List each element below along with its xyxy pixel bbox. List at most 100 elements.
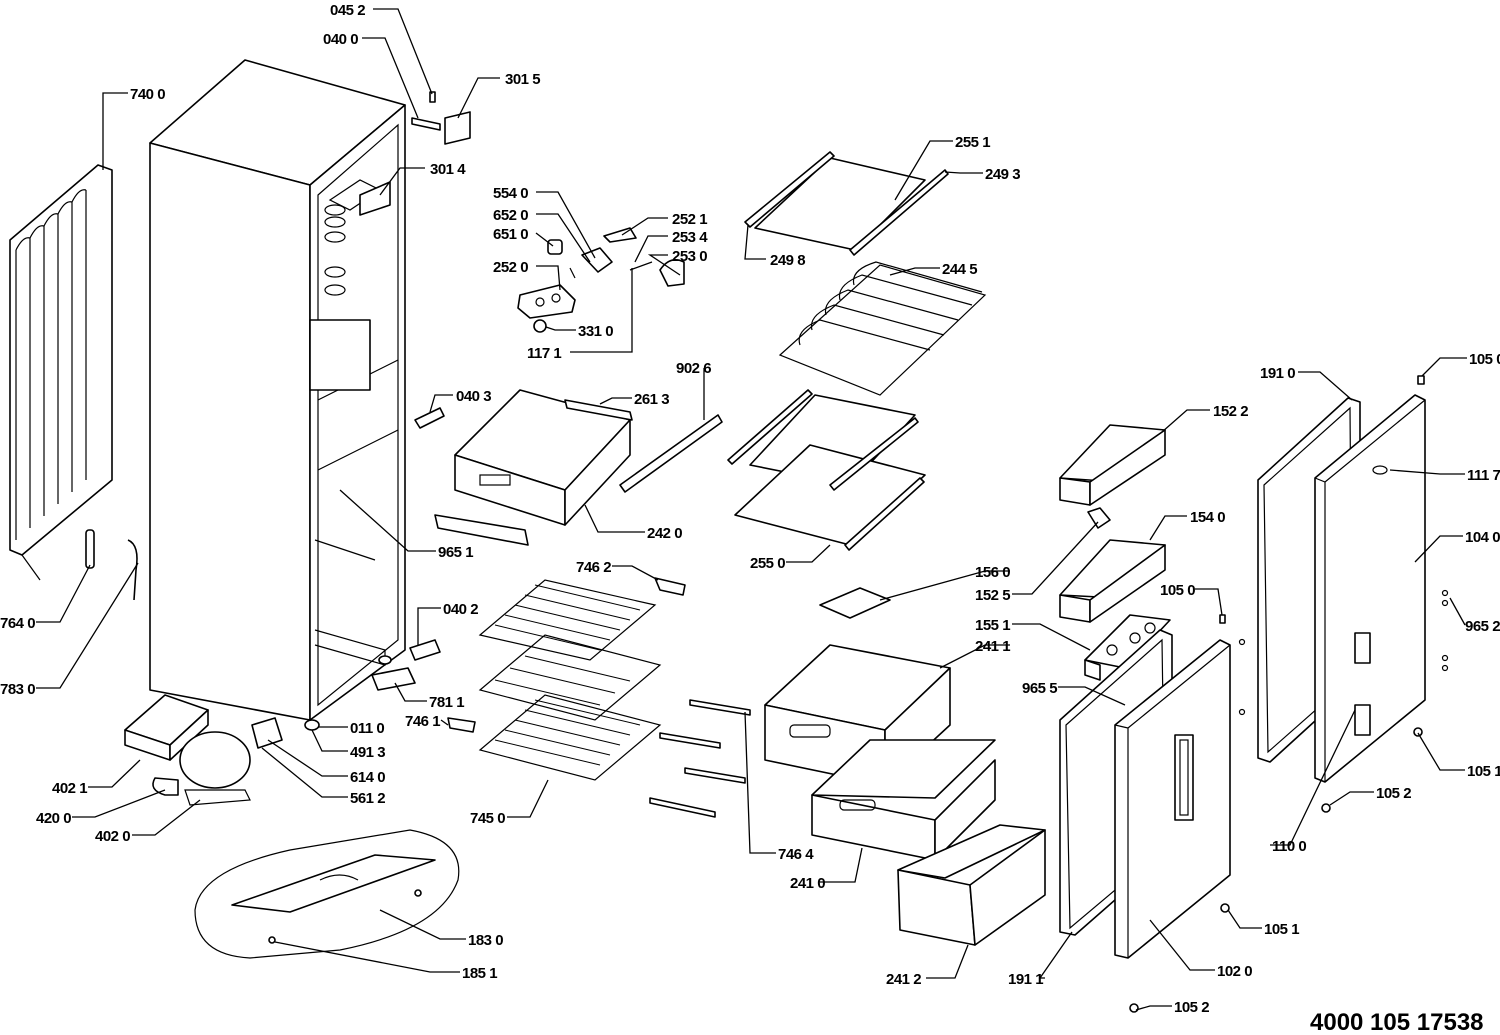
label-241-1: 241 1	[975, 638, 1010, 655]
label-965-1: 965 1	[438, 544, 473, 561]
door-102-part	[1114, 639, 1231, 959]
label-152-2: 152 2	[1213, 403, 1248, 420]
label-110-0: 110 0	[1272, 838, 1306, 855]
label-902-6: 902 6	[676, 360, 711, 377]
rods-746-4-part	[649, 699, 751, 818]
clip-746-1-part	[447, 717, 476, 733]
label-764-0: 764 0	[0, 615, 35, 632]
label-561-2: 561 2	[350, 790, 385, 807]
condenser-part	[9, 164, 113, 581]
tube-764-part	[85, 529, 95, 569]
label-301-4: 301 4	[430, 161, 466, 178]
label-011-0: 011 0	[350, 720, 384, 737]
label-152-5: 152 5	[975, 587, 1010, 604]
label-155-1: 155 1	[975, 617, 1010, 634]
label-242-0: 242 0	[647, 525, 682, 542]
bracket-040-2-part	[409, 639, 441, 661]
label-253-4: 253 4	[672, 229, 708, 246]
glass-shelf-255-0-part	[727, 389, 926, 551]
clip-746-2-part	[654, 577, 686, 596]
label-402-1: 402 1	[52, 780, 87, 797]
label-255-0: 255 0	[750, 555, 785, 572]
label-154-0: 154 0	[1190, 509, 1225, 526]
label-040-3: 040 3	[456, 388, 491, 405]
label-331-0: 331 0	[578, 323, 613, 340]
label-105-0b: 105 0	[1160, 582, 1195, 599]
screw-105-0b-part	[1219, 614, 1226, 624]
label-253-0: 253 0	[672, 248, 707, 265]
glass-shelf-255-1-part	[744, 151, 949, 256]
label-045-2: 045 2	[330, 2, 365, 19]
label-740-0: 740 0	[130, 86, 165, 103]
label-746-4: 746 4	[778, 846, 814, 863]
egg-tray-155-part	[1084, 614, 1171, 681]
cover-3015-part	[444, 111, 471, 145]
label-614-0: 614 0	[350, 769, 385, 786]
screw-105-0-part	[1417, 375, 1425, 385]
label-040-2: 040 2	[443, 601, 478, 618]
cable-420-0-part	[152, 777, 179, 796]
door-bin-152-2-part	[1059, 424, 1166, 506]
label-040-0: 040 0	[323, 31, 358, 48]
wire-shelf-244-5-part	[778, 261, 987, 396]
label-746-2: 746 2	[576, 559, 611, 576]
label-191-0: 191 0	[1260, 365, 1295, 382]
label-965-5: 965 5	[1022, 680, 1057, 697]
hinge-040-part	[411, 117, 441, 131]
label-244-5: 244 5	[942, 261, 977, 278]
label-783-0: 783 0	[0, 681, 35, 698]
label-965-2: 965 2	[1465, 618, 1500, 635]
label-420-0: 420 0	[36, 810, 71, 827]
label-105-0: 105 0	[1469, 351, 1500, 368]
label-255-1: 255 1	[955, 134, 990, 151]
label-651-0: 651 0	[493, 226, 528, 243]
label-241-0: 241 0	[790, 875, 825, 892]
label-191-1: 191 1	[1008, 971, 1043, 988]
screw-105-2-part	[1321, 803, 1331, 813]
label-241-2: 241 2	[886, 971, 921, 988]
parts-drawing	[9, 59, 1449, 1013]
thermostat-assembly-part	[517, 227, 685, 333]
label-746-1: 746 1	[405, 713, 440, 730]
label-249-8: 249 8	[770, 252, 805, 269]
label-156-0: 156 0	[975, 564, 1010, 581]
label-105-1b: 105 1	[1264, 921, 1299, 938]
screw-105-1b-part	[1220, 903, 1230, 913]
tube-783-part	[127, 539, 138, 601]
leader-lines	[36, 8, 1467, 1011]
door-bin-154-part	[1059, 539, 1166, 623]
label-252-1: 252 1	[672, 211, 707, 228]
ice-tray-156-part	[819, 587, 891, 619]
bracket-3014-part	[359, 181, 391, 216]
screw-105-2b-part	[1129, 1003, 1139, 1013]
label-491-3: 491 3	[350, 744, 385, 761]
label-185-1: 185 1	[462, 965, 497, 982]
label-249-3: 249 3	[985, 166, 1020, 183]
label-105-1: 105 1	[1467, 763, 1500, 780]
compressor-402-0-part	[179, 731, 251, 806]
door-104-part	[1314, 394, 1426, 783]
label-111-7: 111 7	[1467, 467, 1500, 484]
label-554-0: 554 0	[493, 185, 528, 202]
screw-185-part	[268, 936, 276, 944]
label-745-0: 745 0	[470, 810, 505, 827]
screw-045-part	[429, 91, 436, 103]
cabinet-part	[149, 59, 406, 731]
label-104-0: 104 0	[1465, 529, 1500, 546]
relay-614-part	[251, 717, 283, 749]
label-781-1: 781 1	[429, 694, 464, 711]
wire-baskets-745-part	[478, 579, 662, 781]
plate-781-part	[371, 667, 416, 691]
clip-152-5-part	[1087, 507, 1111, 529]
rail-902-6-part	[619, 414, 723, 493]
screw-105-1-part	[1413, 727, 1423, 737]
label-402-0: 402 0	[95, 828, 130, 845]
compressor-box-402-1-part	[124, 694, 209, 761]
drawer-241-0-part	[811, 739, 996, 861]
base-plate-183-part	[194, 829, 460, 959]
document-number: 4000 105 17538	[1310, 1009, 1484, 1035]
label-252-0: 252 0	[493, 259, 528, 276]
label-261-3: 261 3	[634, 391, 669, 408]
